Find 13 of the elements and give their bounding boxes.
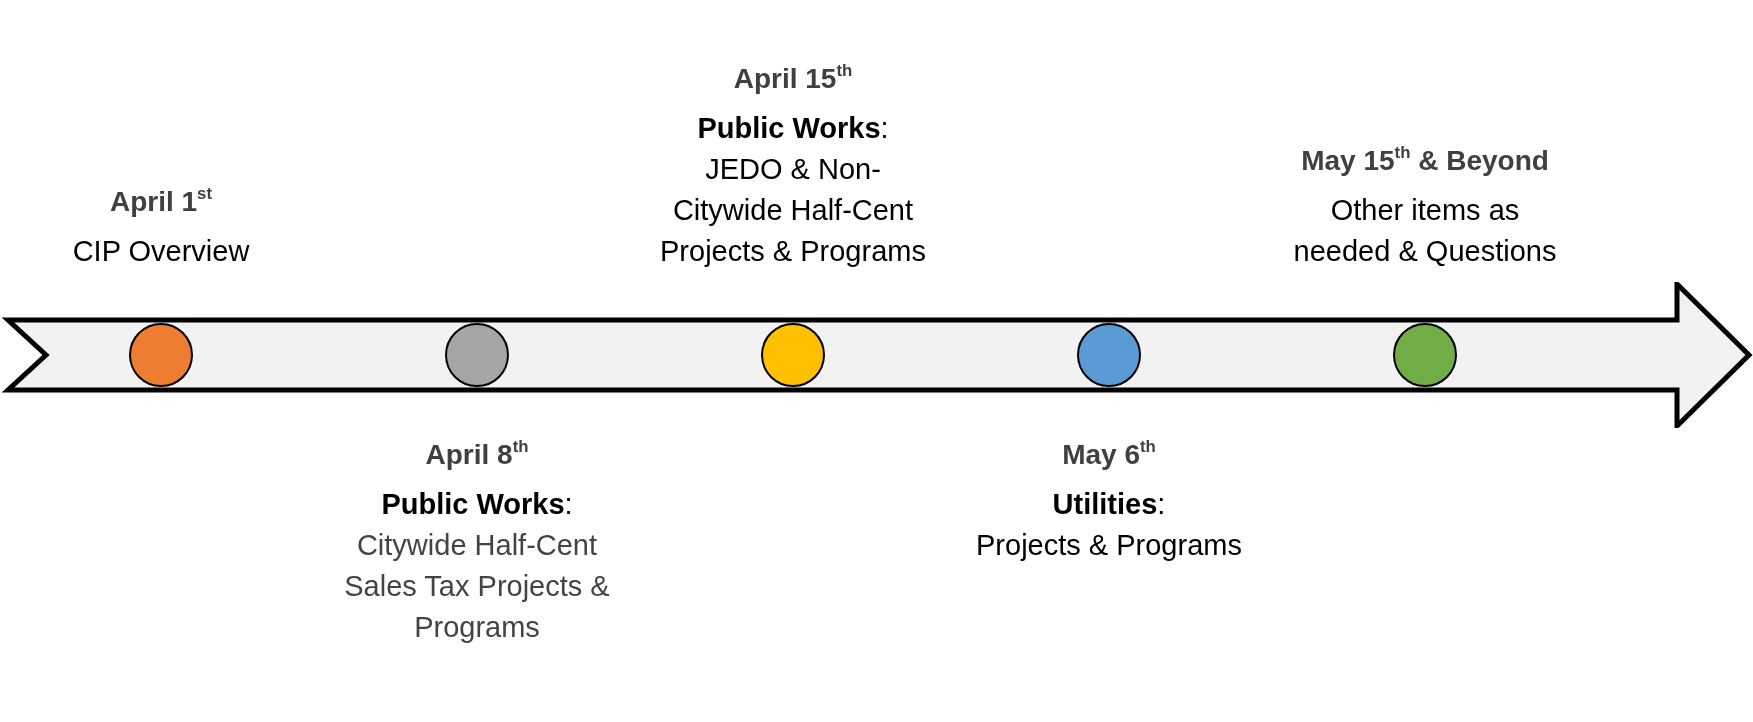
date-label: April 1$^{st}$: [109, 183, 213, 219]
date-label: April 15$^{th}$: [733, 60, 853, 96]
topic-heading: Public Works:: [697, 111, 889, 146]
date-label: April 8$^{th}$: [425, 436, 529, 472]
topic-text: Other items as needed & Questions: [1292, 193, 1558, 269]
topic-text: Projects & Programs: [976, 528, 1242, 563]
topic-text: JEDO & Non-Citywide Half-Cent Projects & Programs: [659, 152, 927, 269]
topic-heading: Public Works:: [381, 487, 573, 522]
topic-text: CIP Overview: [72, 234, 250, 269]
topic-heading: Utilities:: [1052, 487, 1166, 522]
date-label: May 6$^{th}$: [1062, 436, 1156, 472]
topic-text: Citywide Half-Cent Sales Tax Projects & Programs: [343, 528, 611, 645]
date-label: May 15$^{th}$ & Beyond: [1301, 142, 1549, 178]
